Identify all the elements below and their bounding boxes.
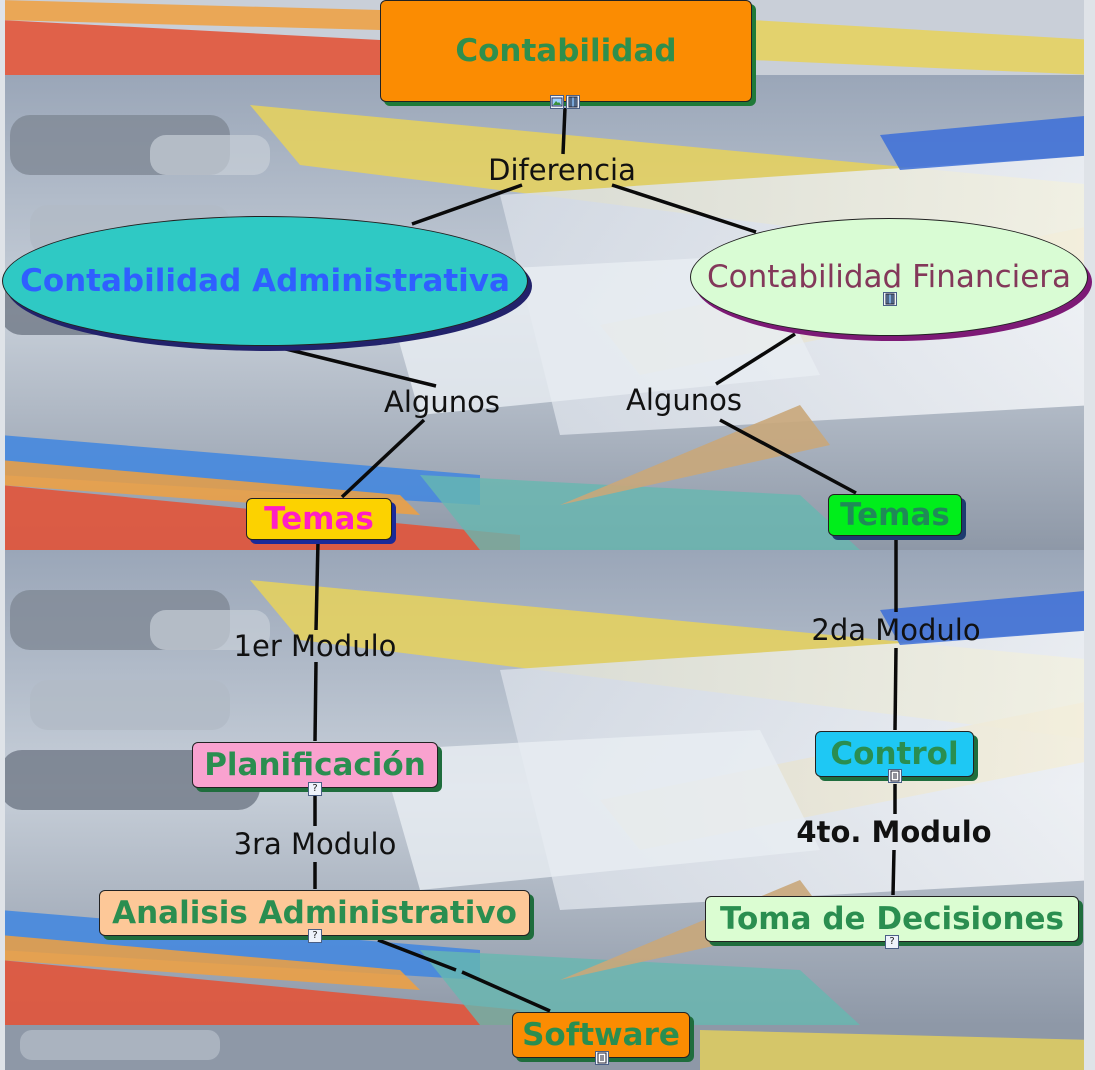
concept-label: Contabilidad Financiera <box>706 259 1072 295</box>
link-label-diferencia: Diferencia <box>488 153 636 187</box>
connector-line <box>340 418 426 499</box>
link-label-modulo-3: 3ra Modulo <box>233 827 397 861</box>
connector-line <box>719 418 857 495</box>
link-label-modulo-1: 1er Modulo <box>233 629 397 663</box>
document-icon[interactable] <box>888 769 902 783</box>
connector-line <box>715 332 796 386</box>
concept-label: Planificación <box>204 747 426 783</box>
connector-line <box>281 346 437 388</box>
concept-software[interactable]: Software <box>512 1012 690 1058</box>
link-label-modulo-4: 4to. Modulo <box>796 815 992 849</box>
help-icon[interactable]: ? <box>308 782 322 796</box>
concept-label: Toma de Decisiones <box>719 901 1065 937</box>
concept-label: Temas <box>264 501 374 537</box>
concept-label: Contabilidad <box>455 33 677 69</box>
concept-analisis-administrativo[interactable]: Analisis Administrativo <box>99 890 530 936</box>
link-label-algunos-admin: Algunos <box>384 385 500 419</box>
document-icon[interactable] <box>595 1051 609 1065</box>
connector-line <box>891 849 896 896</box>
connector-line <box>611 183 757 234</box>
link-label-modulo-2: 2da Modulo <box>811 613 981 647</box>
concept-label: Control <box>830 736 959 772</box>
concept-label: Contabilidad Administrativa <box>20 263 510 299</box>
help-icon[interactable]: ? <box>885 935 899 949</box>
concept-temas-administrativa[interactable]: Temas <box>246 498 392 540</box>
film-icon[interactable] <box>883 292 897 306</box>
concept-planificacion[interactable]: Planificación <box>192 742 438 788</box>
concept-label: Analisis Administrativo <box>112 895 517 931</box>
concept-contabilidad-financiera[interactable]: Contabilidad Financiera <box>690 218 1088 336</box>
film-icon[interactable] <box>566 95 580 109</box>
connector-line <box>314 540 320 631</box>
concept-contabilidad-administrativa[interactable]: Contabilidad Administrativa <box>2 216 528 346</box>
connector-line <box>893 647 898 731</box>
connector-line <box>411 183 523 226</box>
concept-label: Temas <box>840 497 950 533</box>
connector-line <box>461 970 551 1013</box>
concept-label: Software <box>522 1017 680 1053</box>
concept-temas-financiera[interactable]: Temas <box>828 494 962 536</box>
connector-line <box>313 661 318 742</box>
connector-line <box>561 107 567 155</box>
connector-line <box>377 938 457 972</box>
help-icon[interactable]: ? <box>308 929 322 943</box>
link-label-algunos-fin: Algunos <box>626 383 742 417</box>
image-icon[interactable] <box>550 95 564 109</box>
concept-contabilidad[interactable]: Contabilidad <box>380 0 752 102</box>
